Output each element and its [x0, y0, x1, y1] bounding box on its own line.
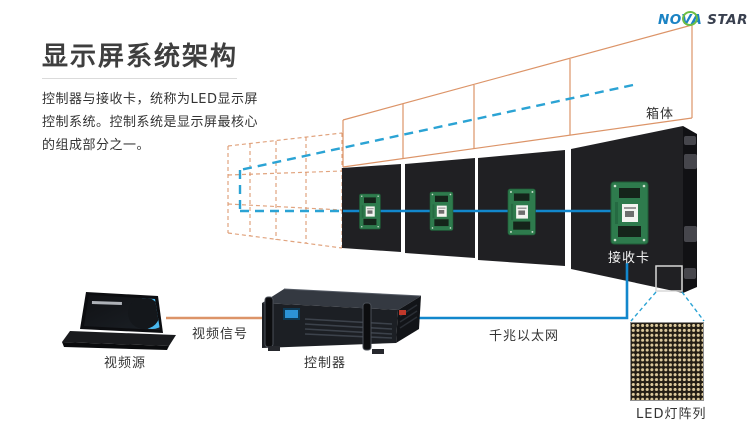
label-video-source: 视频源 [104, 356, 147, 371]
page-title: 显示屏系统架构 [42, 42, 239, 72]
logo-star-text: STAR [707, 12, 749, 28]
description: 控制器与接收卡，统称为LED显示屏 控制系统。控制系统是显示屏最核心 的组成部分… [42, 88, 272, 157]
logo-nova-text: NOVA [658, 12, 703, 28]
receiving-card-1 [359, 193, 381, 230]
callout-leader-right [681, 291, 705, 322]
receiving-card-4 [610, 181, 649, 245]
label-gigabit-ethernet: 千兆以太网 [489, 329, 560, 344]
callout-square [655, 265, 683, 292]
cabinet-latch [684, 136, 696, 145]
cabinet-latch [684, 226, 697, 242]
laptop [62, 292, 176, 350]
cabinet-4-side [683, 126, 697, 293]
gigabit-ethernet-line [400, 263, 629, 320]
cabinet-latch [684, 154, 697, 169]
receiving-card-2 [429, 191, 454, 231]
title-divider [42, 78, 237, 79]
receiving-card-3 [507, 188, 536, 236]
label-cabinet: 箱体 [646, 107, 675, 122]
wireframe-solid-row [342, 24, 693, 168]
label-receiving-card: 接收卡 [608, 251, 651, 266]
callout-leader-left [630, 291, 657, 322]
label-controller: 控制器 [304, 356, 347, 371]
controller-device [262, 288, 422, 354]
led-module [630, 322, 704, 401]
description-line: 的组成部分之一。 [42, 138, 151, 153]
description-line: 控制器与接收卡，统称为LED显示屏 [42, 92, 258, 107]
label-led-array: LED灯阵列 [636, 407, 707, 422]
cabinet-latch [684, 268, 696, 279]
label-video-signal: 视频信号 [192, 327, 249, 342]
data-flow-dashed [238, 83, 634, 213]
description-line: 控制系统。控制系统是显示屏最核心 [42, 115, 259, 130]
